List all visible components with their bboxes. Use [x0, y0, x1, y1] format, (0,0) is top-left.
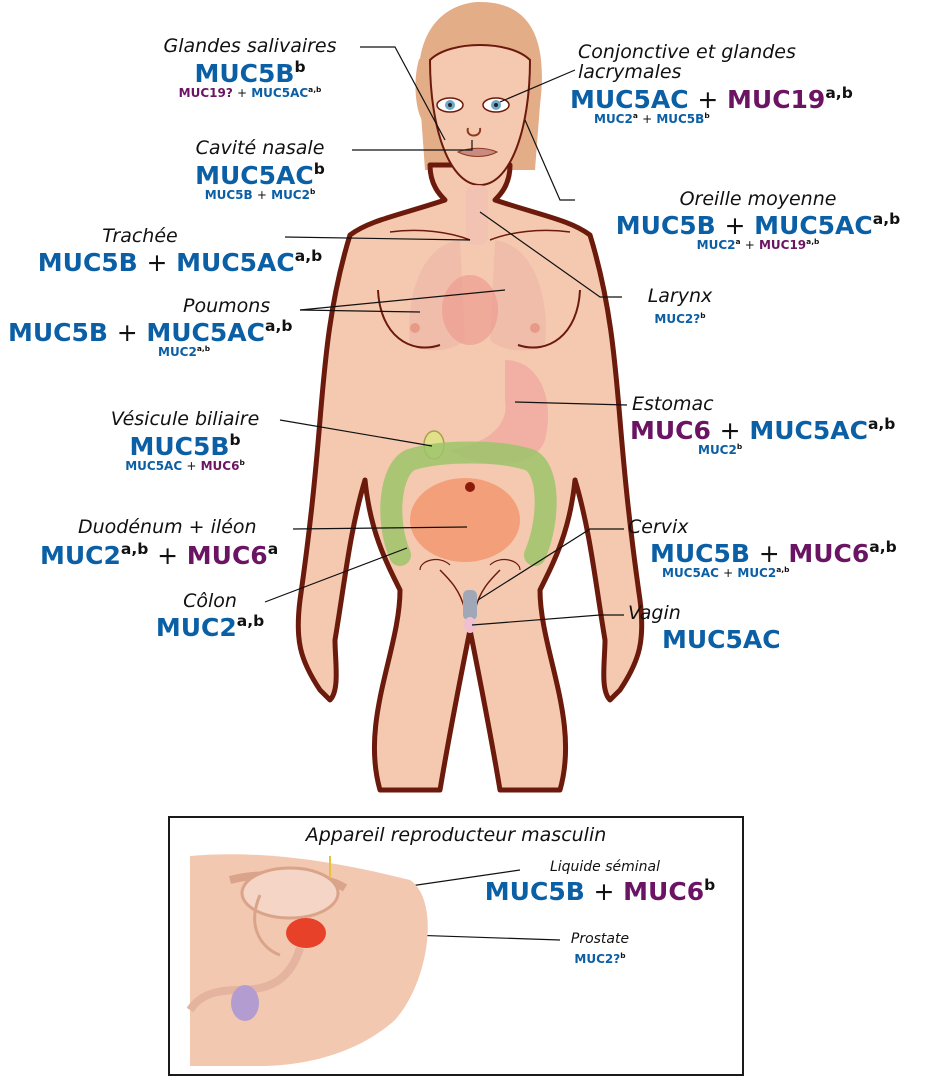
- organ-name-line2: lacrymales: [578, 63, 930, 83]
- mucin-main: MUC5ACb: [170, 163, 350, 189]
- box-title: Appareil reproducteur masculin: [170, 824, 742, 846]
- mucin-main: MUC5B + MUC5ACa,b: [8, 320, 348, 346]
- organ-name: Poumons: [183, 297, 348, 317]
- organ-name: Liquide séminal: [480, 860, 730, 875]
- mucin-main: MUC6 + MUC5ACa,b: [630, 418, 930, 444]
- label-conjonctive: Conjonctive et glandes lacrymales MUC5AC…: [570, 43, 930, 126]
- small-intestine: [410, 478, 520, 562]
- mucin-main: MUC5B + MUC5ACa,b: [10, 250, 350, 276]
- organ-name: Prostate: [550, 932, 650, 947]
- organ-name: Côlon: [150, 592, 270, 612]
- organ-name: Larynx: [615, 287, 745, 307]
- mucin-minor: MUC2?b: [550, 953, 650, 966]
- mucin-main: MUC5B + MUC6a,b: [650, 541, 935, 567]
- label-cervix: Cervix MUC5B + MUC6a,b MUC5AC + MUC2a,b: [620, 518, 935, 580]
- organ-name: Vésicule biliaire: [90, 410, 280, 430]
- organ-name: Duodénum + iléon: [78, 518, 310, 538]
- mucin-minor: MUC5AC + MUC6b: [90, 460, 280, 473]
- label-vagin: Vagin MUC5AC: [628, 604, 808, 653]
- organ-name: Cavité nasale: [170, 139, 350, 159]
- mucin-main: MUC5AC: [662, 627, 808, 653]
- mucin-minor: MUC2a + MUC19a,b: [588, 239, 928, 252]
- mucin-main: MUC5B + MUC5ACa,b: [588, 213, 928, 239]
- label-duodenum-ileon: Duodénum + iléon MUC2a,b + MUC6a: [40, 518, 310, 569]
- label-cavite-nasale: Cavité nasale MUC5ACb MUC5B + MUC2b: [170, 139, 350, 202]
- mucin-main: MUC2a,b: [150, 615, 270, 641]
- label-vesicule-biliaire: Vésicule biliaire MUC5Bb MUC5AC + MUC6b: [90, 410, 280, 473]
- organ-name: Glandes salivaires: [140, 37, 360, 57]
- organ-name: Oreille moyenne: [588, 190, 928, 210]
- label-liquide-seminal: Liquide séminal MUC5B + MUC6b: [470, 860, 730, 905]
- mucin-main: MUC5Bb: [90, 434, 280, 460]
- organ-name: Cervix: [628, 518, 935, 538]
- male-reproductive-box: Appareil reproducteur masculin: [168, 816, 744, 1076]
- label-larynx: Larynx MUC2?b: [615, 287, 745, 326]
- label-estomac: Estomac MUC6 + MUC5ACa,b MUC2b: [630, 395, 930, 457]
- label-glandes-salivaires: Glandes salivaires MUC5Bb MUC19? + MUC5A…: [140, 37, 360, 100]
- mucin-main: MUC5AC + MUC19a,b: [570, 87, 930, 113]
- cervix-shape: [463, 590, 477, 620]
- mucin-minor: MUC2a,b: [158, 346, 348, 359]
- organ-name: Vagin: [628, 604, 808, 624]
- mucin-minor: MUC2a + MUC5Bb: [594, 113, 930, 126]
- mucin-minor: MUC5AC + MUC2a,b: [662, 567, 935, 580]
- mucin-minor: MUC2b: [698, 444, 930, 457]
- label-oreille-moyenne: Oreille moyenne MUC5B + MUC5ACa,b MUC2a …: [588, 190, 928, 252]
- mucin-minor: MUC5B + MUC2b: [170, 189, 350, 202]
- label-prostate: Prostate MUC2?b: [550, 932, 650, 965]
- organ-name: Conjonctive et glandes: [578, 43, 930, 63]
- mucin-minor: MUC2?b: [615, 313, 745, 326]
- mucin-main: MUC5B + MUC6b: [470, 879, 730, 905]
- heart: [442, 275, 498, 345]
- mucin-main: MUC5Bb: [140, 61, 360, 87]
- label-trachee: Trachée MUC5B + MUC5ACa,b: [10, 227, 350, 276]
- label-poumons: Poumons MUC5B + MUC5ACa,b MUC2a,b: [8, 297, 348, 359]
- label-colon: Côlon MUC2a,b: [150, 592, 270, 641]
- organ-name: Trachée: [40, 227, 240, 247]
- mucin-main: MUC2a,b + MUC6a: [40, 543, 310, 569]
- organ-name: Estomac: [632, 395, 930, 415]
- mucin-minor: MUC19? + MUC5ACa,b: [140, 87, 360, 100]
